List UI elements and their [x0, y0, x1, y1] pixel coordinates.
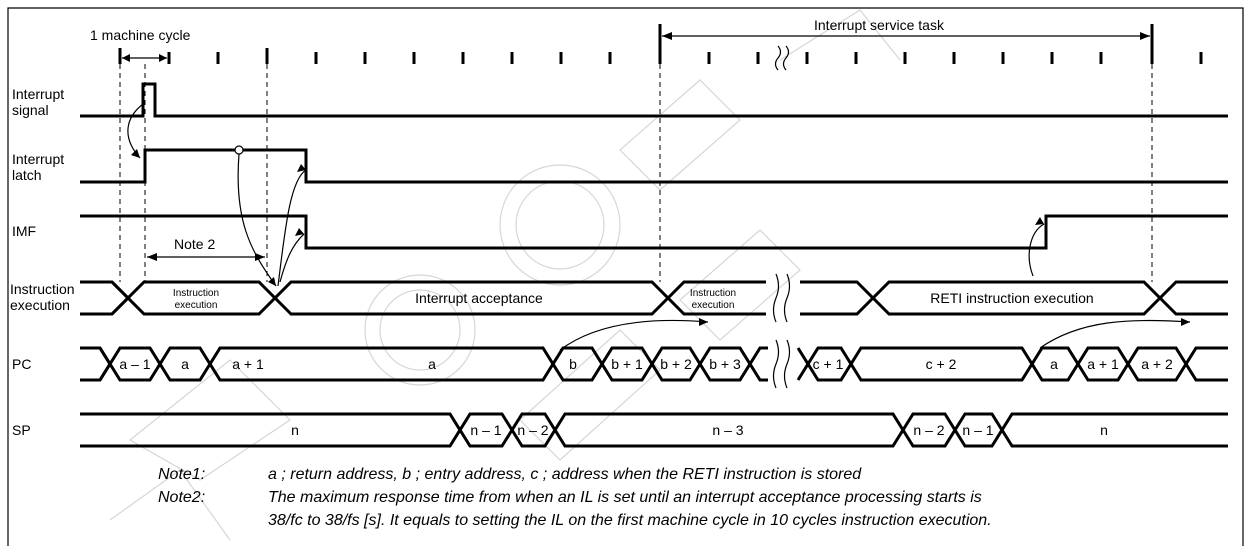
service-task-label: Interrupt service task	[814, 17, 945, 33]
interrupt-latch-wave	[80, 148, 1228, 184]
note2-line2: 38/fc to 38/fs [s]. It equals to setting…	[268, 512, 992, 529]
pc-value: a + 1	[232, 356, 264, 372]
sp-value: n – 2	[913, 422, 944, 438]
pc-value: b	[569, 356, 577, 372]
pc-value: a – 1	[119, 356, 150, 372]
pc-value: a	[1050, 356, 1058, 372]
pc-value: a	[181, 356, 189, 372]
note2-dimension: Note 2	[147, 236, 265, 261]
pc-value: a	[428, 356, 436, 372]
dashed-guides	[119, 64, 1153, 282]
pc-value: b + 2	[660, 356, 692, 372]
note2-line1: The maximum response time from when an I…	[268, 489, 982, 506]
machine-cycle-label: 1 machine cycle	[90, 27, 191, 43]
sp-value: n – 1	[962, 422, 993, 438]
pc-value: b + 3	[709, 356, 741, 372]
row-label-sp: SP	[12, 422, 31, 438]
notes: Note1: a ; return address, b ; entry add…	[158, 466, 992, 529]
row-label-instruction-2: execution	[10, 297, 70, 313]
watermark	[109, 9, 901, 541]
imf-wave	[80, 214, 1228, 250]
note1-text: a ; return address, b ; entry address, c…	[268, 466, 862, 483]
instruction-bus: Instruction execution Interrupt acceptan…	[80, 273, 1228, 323]
service-task-dimension: Interrupt service task	[658, 17, 1154, 48]
instr-seg1-line2: execution	[175, 300, 218, 311]
pc-value: b + 1	[611, 356, 643, 372]
pc-bus: a – 1 a a + 1 a b b + 1 b + 2 b + 3 c + …	[80, 339, 1228, 389]
row-label-interrupt-latch-2: latch	[12, 167, 42, 183]
row-label-imf: IMF	[12, 223, 36, 239]
sp-bus: n n – 1 n – 2 n – 3 n – 2 n – 1 n	[80, 412, 1228, 448]
machine-cycle-dimension: 1 machine cycle	[90, 27, 191, 62]
interrupt-signal-wave	[80, 82, 1228, 118]
row-label-interrupt-signal-2: signal	[12, 102, 49, 118]
note1-label: Note1:	[158, 466, 205, 483]
row-label-instruction-1: Instruction	[10, 281, 75, 297]
instr-seg1-line1: Instruction	[173, 288, 219, 299]
sp-value: n – 3	[712, 422, 743, 438]
note2-marker-label: Note 2	[174, 236, 215, 252]
causal-arrows	[127, 103, 1191, 351]
row-label-pc: PC	[12, 356, 31, 372]
pc-value: c + 1	[813, 356, 844, 372]
instr-seg2: Interrupt acceptance	[415, 290, 543, 306]
sp-value: n	[291, 422, 299, 438]
row-label-interrupt-latch-1: Interrupt	[12, 151, 64, 167]
instr-seg4: RETI instruction execution	[930, 290, 1093, 306]
pc-value: a + 1	[1087, 356, 1119, 372]
instr-seg3-line1: Instruction	[690, 288, 736, 299]
sp-value: n – 1	[470, 422, 501, 438]
instr-seg3-line2: execution	[692, 300, 735, 311]
latch-clear-point	[234, 145, 244, 155]
cycle-ticks	[118, 45, 1203, 71]
note2-label: Note2:	[158, 489, 205, 506]
diagram-border	[7, 7, 1244, 546]
pc-value: a + 2	[1141, 356, 1173, 372]
pc-value: c + 2	[926, 356, 957, 372]
row-label-interrupt-signal-1: Interrupt	[12, 86, 64, 102]
sp-value: n	[1100, 422, 1108, 438]
sp-value: n – 2	[517, 422, 548, 438]
